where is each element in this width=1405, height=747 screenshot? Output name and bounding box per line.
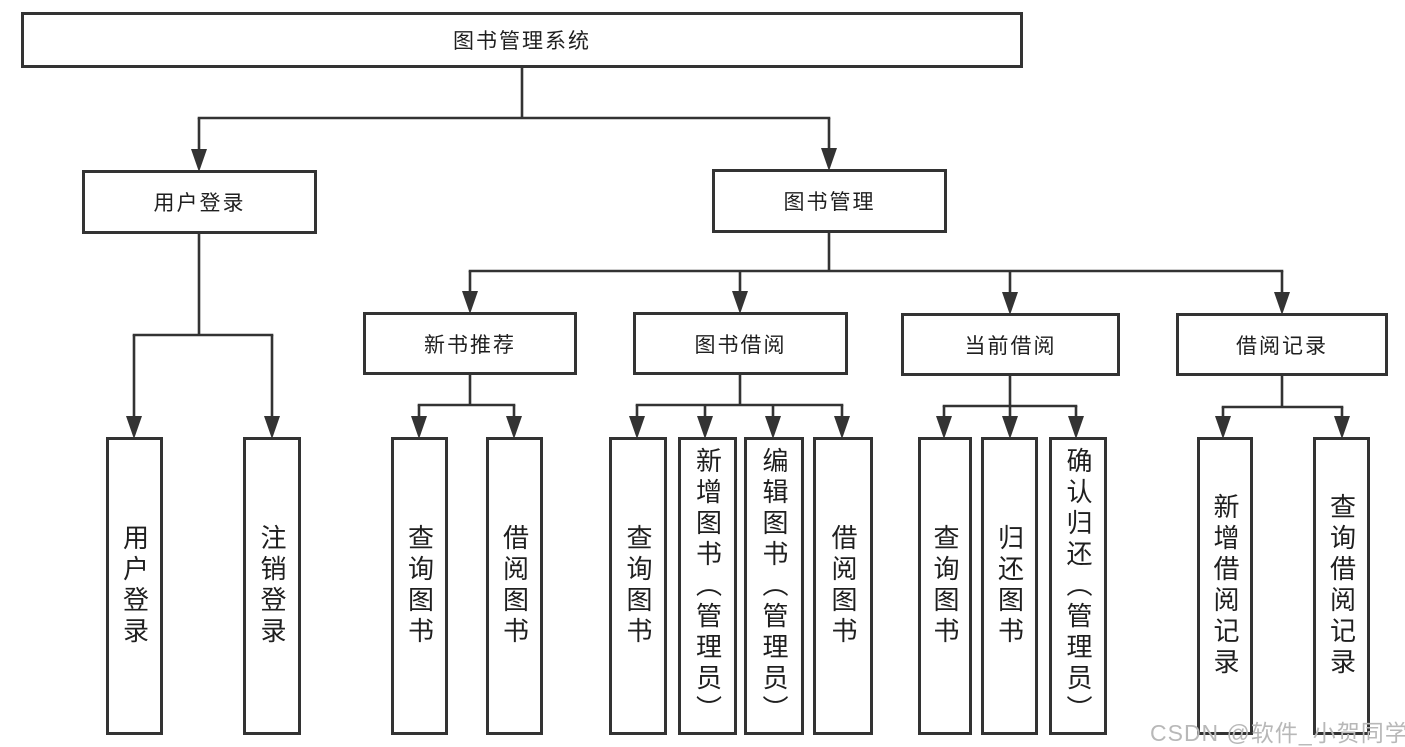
node-label: 注销登录 xyxy=(257,524,287,648)
node-label: 新增图书（管理员） xyxy=(692,446,723,726)
node-label: 用户登录 xyxy=(119,524,150,648)
node-user-login: 用户登录 xyxy=(82,170,317,234)
node-label: 当前借阅 xyxy=(964,334,1057,358)
node-label: 图书管理系统 xyxy=(453,30,591,53)
node-label: 新书推荐 xyxy=(424,333,516,357)
node-label: 借阅记录 xyxy=(1236,334,1328,358)
leaf-return-books: 归还图书 xyxy=(981,437,1038,735)
node-label: 确认归还（管理员） xyxy=(1063,446,1093,726)
leaf-query-books-current: 查询图书 xyxy=(918,437,972,735)
node-label: 借阅图书 xyxy=(828,524,858,648)
node-label: 图书管理 xyxy=(783,191,876,214)
leaf-edit-books-admin: 编辑图书（管理员） xyxy=(744,437,804,735)
node-label: 查询图书 xyxy=(623,524,653,648)
leaf-query-books-borrowing: 查询图书 xyxy=(609,437,667,735)
node-book-borrowing: 图书借阅 xyxy=(633,312,848,375)
leaf-borrow-books: 借阅图书 xyxy=(813,437,873,735)
leaf-query-books-recommend: 查询图书 xyxy=(391,437,448,735)
leaf-confirm-return-admin: 确认归还（管理员） xyxy=(1049,437,1107,735)
leaf-user-login: 用户登录 xyxy=(106,437,163,735)
node-label: 查询图书 xyxy=(930,524,960,648)
node-new-book-recommend: 新书推荐 xyxy=(363,312,577,375)
leaf-query-borrow-record: 查询借阅记录 xyxy=(1313,437,1370,735)
node-label: 查询借阅记录 xyxy=(1326,493,1357,679)
node-label: 借阅图书 xyxy=(499,524,530,648)
leaf-logout: 注销登录 xyxy=(243,437,301,735)
watermark: CSDN @软件_小贺同学 xyxy=(1150,720,1405,746)
node-label: 用户登录 xyxy=(153,192,246,215)
leaf-borrow-books-recommend: 借阅图书 xyxy=(486,437,543,735)
leaf-add-borrow-record: 新增借阅记录 xyxy=(1197,437,1253,735)
node-label: 图书借阅 xyxy=(694,333,787,357)
node-current-borrowing: 当前借阅 xyxy=(901,313,1120,376)
node-label: 编辑图书（管理员） xyxy=(759,446,789,726)
node-label: 新增借阅记录 xyxy=(1210,493,1240,679)
leaf-add-books-admin: 新增图书（管理员） xyxy=(678,437,737,735)
node-book-management: 图书管理 xyxy=(712,169,947,233)
node-borrowing-records: 借阅记录 xyxy=(1176,313,1388,376)
node-library-management-system: 图书管理系统 xyxy=(21,12,1023,68)
node-label: 归还图书 xyxy=(994,524,1025,648)
node-label: 查询图书 xyxy=(404,524,435,648)
